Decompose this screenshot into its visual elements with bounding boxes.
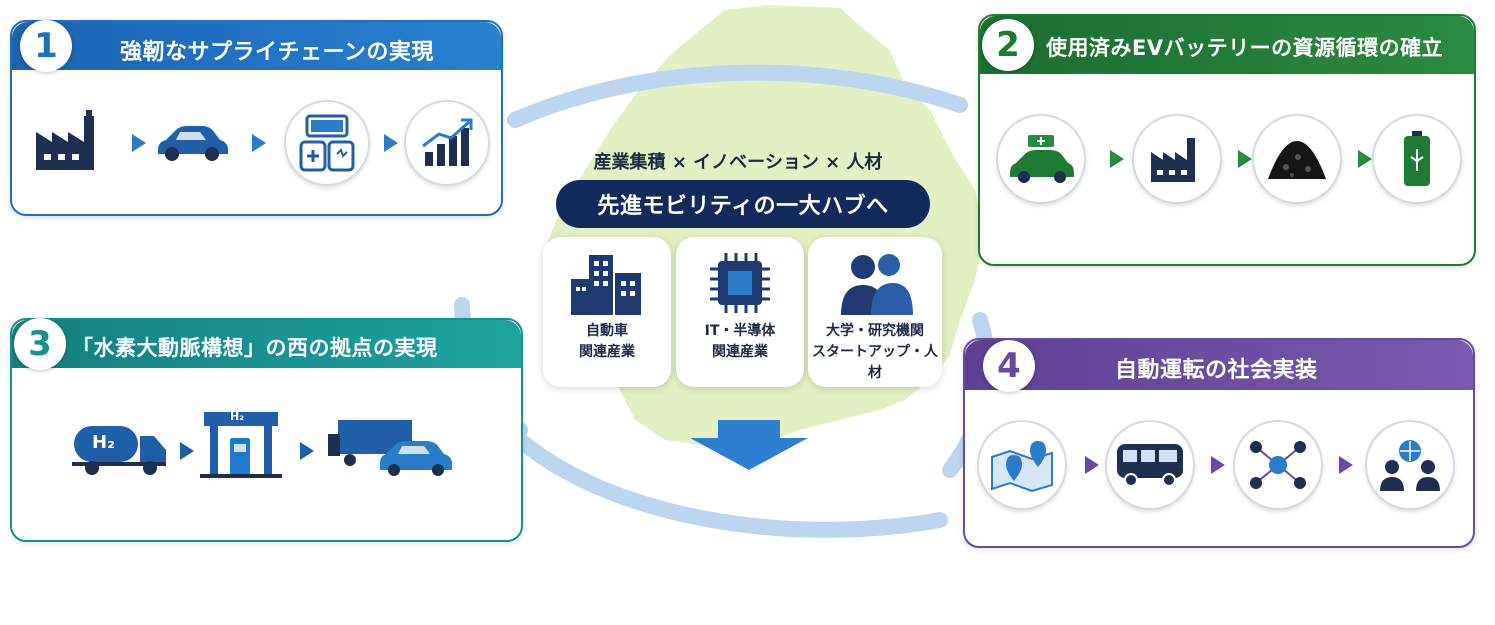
flow-arrow <box>1238 150 1252 168</box>
panel-3-header: 3 「水素大動脈構想」の西の拠点の実現 <box>12 318 521 370</box>
cycle-arc-top <box>507 64 968 128</box>
black-mass-icon <box>1252 114 1342 204</box>
growth-chart-icon <box>404 100 490 186</box>
category-automotive: 自動車関連産業 <box>543 237 671 387</box>
panel-2-number: 2 <box>982 19 1034 71</box>
category-university-startup: 大学・研究機関スタートアップ・人材 <box>808 237 942 387</box>
panel-2-header: 2 使用済みEVバッテリーの資源循環の確立 <box>980 16 1474 74</box>
category-automotive-label: 自動車関連産業 <box>579 323 635 360</box>
battery-icon <box>1372 114 1462 204</box>
panel-1-title: 強靭なサプライチェーンの実現 <box>120 40 434 65</box>
flow-arrow <box>252 134 266 152</box>
station-h2-label: H₂ <box>230 410 245 423</box>
category-university-label: 大学・研究機関スタートアップ・人材 <box>812 323 938 381</box>
flow-arrow <box>180 442 194 460</box>
flow-arrow <box>1211 456 1225 474</box>
network-people-icon <box>1233 420 1323 510</box>
global-people-icon <box>1365 420 1455 510</box>
flow-arrow <box>1339 456 1353 474</box>
map-pin-icon <box>977 420 1067 510</box>
bus-icon <box>1105 420 1195 510</box>
chip-icon <box>700 249 780 319</box>
category-it-semiconductor: IT・半導体関連産業 <box>676 237 804 387</box>
panel-3-number: 3 <box>14 318 66 370</box>
panel-4-title: 自動運転の社会実装 <box>1115 358 1318 383</box>
flow-arrow <box>1358 150 1372 168</box>
truck-and-car-icon <box>328 416 458 478</box>
cycle-arc-bottom <box>512 432 948 538</box>
category-it-label: IT・半導体関連産業 <box>704 323 776 360</box>
panel-4-autonomous-driving: 4 自動運転の社会実装 <box>963 338 1475 548</box>
h2-tanker-truck-icon: H₂ <box>70 416 170 478</box>
buildings-icon <box>567 249 647 319</box>
panel-1-number: 1 <box>20 20 72 72</box>
panel-1-header: 1 強靭なサプライチェーンの実現 <box>12 20 501 72</box>
panel-3-hydrogen: 3 「水素大動脈構想」の西の拠点の実現 H₂ H₂ <box>10 318 523 542</box>
tanker-h2-label: H₂ <box>92 432 115 453</box>
panel-1-supply-chain: 1 強靭なサプライチェーンの実現 <box>10 20 503 216</box>
people-icon <box>835 249 915 319</box>
flow-arrow <box>384 134 398 152</box>
panel-2-battery-recycling: 2 使用済みEVバッテリーの資源循環の確立 <box>978 14 1476 266</box>
flow-arrow <box>300 442 314 460</box>
car-icon <box>154 122 230 162</box>
panel-2-title: 使用済みEVバッテリーの資源循環の確立 <box>1046 36 1444 60</box>
center-subtitle: 産業集積 × イノベーション × 人材 <box>593 152 883 173</box>
flow-arrow <box>132 134 146 152</box>
battery-pack-icon <box>284 100 370 186</box>
flow-arrow <box>1110 150 1124 168</box>
hydrogen-station-icon: H₂ <box>200 408 282 478</box>
factory-icon <box>1132 114 1222 204</box>
factory-icon <box>34 110 104 172</box>
ev-car-battery-icon <box>996 114 1086 204</box>
flow-arrow <box>1085 456 1099 474</box>
panel-4-header: 4 自動運転の社会実装 <box>965 340 1473 392</box>
center-banner: 先進モビリティの一大ハブへ <box>556 180 930 228</box>
down-arrow <box>690 420 808 470</box>
panel-3-title: 「水素大動脈構想」の西の拠点の実現 <box>72 336 438 360</box>
panel-4-number: 4 <box>983 340 1035 392</box>
